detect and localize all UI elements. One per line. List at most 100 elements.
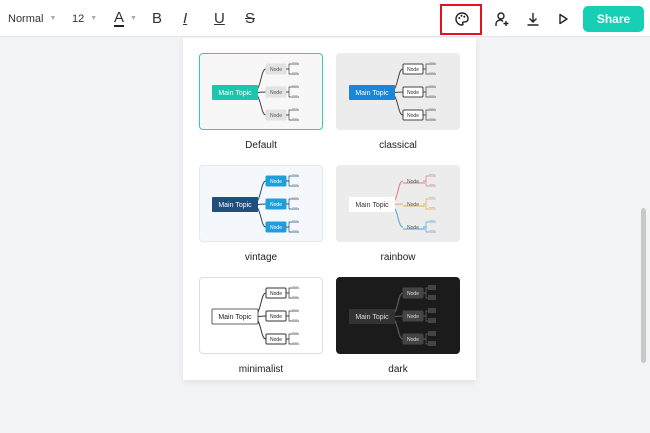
main-topic-box <box>349 197 395 212</box>
node-label: Node <box>407 202 419 208</box>
font-style-value: Normal <box>8 12 44 25</box>
theme-label: rainbow <box>380 252 416 263</box>
sub-branch <box>286 109 299 116</box>
italic-button[interactable]: I <box>183 0 187 37</box>
present-button[interactable] <box>556 0 570 37</box>
sub-branch <box>286 338 299 345</box>
sub-node-box <box>428 308 436 313</box>
node-label: Node <box>407 67 419 73</box>
sub-branch <box>286 114 299 121</box>
sub-branch <box>286 86 299 93</box>
main-topic-label: Main Topic <box>218 202 252 209</box>
theme-label: dark <box>388 364 408 375</box>
theme-label: minimalist <box>238 364 284 375</box>
play-icon <box>559 13 568 24</box>
sub-branch <box>423 68 436 75</box>
main-topic-box <box>349 309 395 324</box>
sub-branch <box>286 203 299 210</box>
node-label: Node <box>270 67 282 73</box>
font-size-dropdown[interactable]: 12 ▼ <box>72 0 97 37</box>
sub-branch <box>286 68 299 75</box>
sub-branch <box>423 203 436 210</box>
sub-branch <box>286 175 299 182</box>
sub-branch <box>423 91 436 98</box>
node-label: Node <box>270 314 282 320</box>
node-label: Node <box>270 337 282 343</box>
download-icon <box>527 12 539 26</box>
sub-node-box <box>428 331 436 336</box>
sub-branch <box>286 315 299 322</box>
sub-branch <box>423 226 436 233</box>
share-button[interactable]: Share <box>583 6 644 32</box>
node-label: Node <box>270 179 282 185</box>
theme-button[interactable] <box>454 0 470 37</box>
main-topic-box <box>211 308 259 325</box>
sub-branch <box>286 180 299 187</box>
node-label: Node <box>270 291 282 297</box>
node-label: Node <box>270 202 282 208</box>
node-label: Node <box>407 291 419 297</box>
sub-branch <box>423 198 436 205</box>
sub-node-box <box>428 341 436 346</box>
node-label: Node <box>270 90 282 96</box>
sub-branch <box>423 180 436 187</box>
underline-button[interactable]: U <box>214 0 225 37</box>
sub-branch <box>286 310 299 317</box>
font-color-button[interactable]: A▼ <box>114 0 137 37</box>
sub-branch <box>286 221 299 228</box>
sub-branch <box>286 226 299 233</box>
strikethrough-button[interactable]: S <box>245 0 255 37</box>
italic-icon: I <box>183 10 188 27</box>
main-topic-box <box>212 197 258 212</box>
main-topic-label: Main Topic <box>355 202 389 209</box>
sub-node-box <box>428 318 436 323</box>
toolbar: Normal▼ 12 ▼ A▼ B I U S Share <box>0 0 650 37</box>
theme-label: Default <box>245 140 277 151</box>
node-label: Node <box>270 113 282 119</box>
add-collaborator-button[interactable] <box>494 0 510 37</box>
main-topic-label: Main Topic <box>355 314 389 321</box>
sub-branch <box>423 221 436 228</box>
sub-node-box <box>428 295 436 300</box>
node-label: Node <box>407 113 419 119</box>
strikethrough-icon: S <box>245 10 256 27</box>
sub-branch <box>423 86 436 93</box>
font-size-value: 12 <box>72 12 85 25</box>
sub-node-box <box>428 285 436 290</box>
node-label: Node <box>407 225 419 231</box>
sub-branch <box>286 91 299 98</box>
node-label: Node <box>407 314 419 320</box>
bold-button[interactable]: B <box>152 0 162 37</box>
sub-branch <box>423 63 436 70</box>
main-topic-box <box>349 85 395 100</box>
node-label: Node <box>270 225 282 231</box>
download-button[interactable] <box>525 0 541 37</box>
highlight-box <box>440 4 482 35</box>
font-style-dropdown[interactable]: Normal▼ <box>8 0 56 37</box>
scrollbar[interactable] <box>641 208 646 363</box>
node-label: Node <box>407 179 419 185</box>
sub-branch <box>286 63 299 70</box>
theme-label: vintage <box>244 252 278 263</box>
chevron-down-icon: ▼ <box>90 15 98 22</box>
palette-icon <box>455 11 469 26</box>
underline-icon: U <box>214 10 225 27</box>
main-topic-box <box>212 85 258 100</box>
main-topic-label: Main Topic <box>355 90 389 97</box>
font-color-icon: A <box>114 8 125 27</box>
theme-label: classical <box>379 140 417 151</box>
node-label: Node <box>407 90 419 96</box>
sub-branch <box>423 114 436 121</box>
